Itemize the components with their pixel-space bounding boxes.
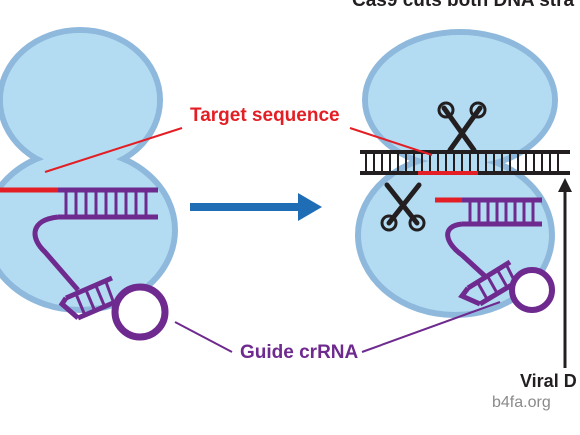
viral-dna-strand <box>360 150 570 175</box>
cas9-protein-right <box>355 29 558 318</box>
guide-rna-right <box>435 197 555 313</box>
scissors-icon <box>437 101 487 153</box>
arrow-up-icon <box>558 178 572 368</box>
guide-rna-left <box>0 187 169 341</box>
title-clip: Cas9 cuts both DNA stra <box>340 0 580 12</box>
viral-dna-label: Viral D <box>520 371 577 391</box>
target-leader-lines <box>44 127 433 173</box>
diagram-title: Cas9 cuts both DNA stra <box>352 0 575 11</box>
target-sequence-label: Target sequence <box>190 105 340 126</box>
arrow-right-icon <box>190 193 322 221</box>
guide-crrna-label: Guide crRNA <box>240 342 359 363</box>
cas9-protein-left <box>0 27 178 313</box>
scissors-icon <box>380 182 426 232</box>
guide-leader-lines <box>174 301 501 353</box>
watermark: b4fa.org <box>492 394 551 411</box>
